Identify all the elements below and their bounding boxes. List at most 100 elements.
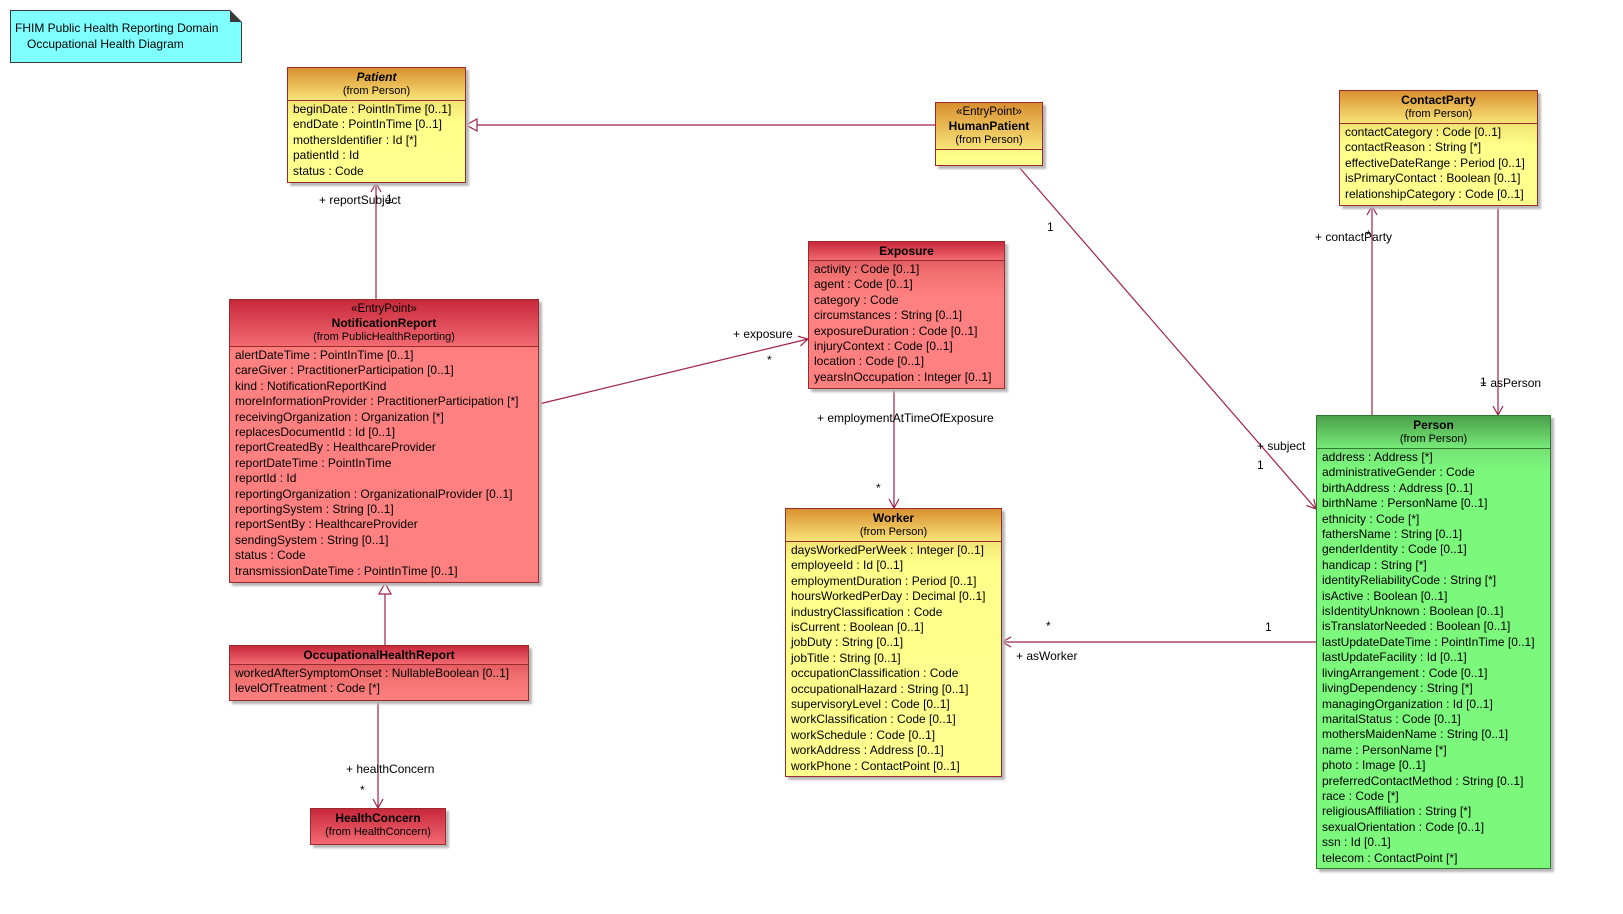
class-health-concern-header: HealthConcern (from HealthConcern) xyxy=(311,809,445,844)
attribute: kind : NotificationReportKind xyxy=(235,378,387,393)
note-title-line1: FHIM Public Health Reporting Domain xyxy=(15,21,219,35)
attribute: fathersName : String [0..1] xyxy=(1322,527,1463,542)
attribute: identityReliabilityCode : String [*] xyxy=(1322,573,1497,588)
class-contact-party[interactable]: ContactParty (from Person) contactCatego… xyxy=(1339,90,1538,206)
class-patient[interactable]: Patient (from Person) beginDate : PointI… xyxy=(287,67,466,183)
role-label-employment: + employmentAtTimeOfExposure xyxy=(817,411,994,425)
class-notification-report-attributes: alertDateTime : PointInTime [0..1] careG… xyxy=(230,347,538,579)
class-exposure[interactable]: Exposure activity : Code [0..1] agent : … xyxy=(808,241,1005,389)
attribute: alertDateTime : PointInTime [0..1] xyxy=(235,348,414,362)
attribute: race : Code [*] xyxy=(1322,788,1399,803)
attribute: workSchedule : Code [0..1] xyxy=(791,727,936,742)
class-worker-package: (from Person) xyxy=(859,526,928,538)
class-human-patient[interactable]: «EntryPoint» HumanPatient (from Person) xyxy=(935,102,1043,166)
attribute: supervisoryLevel : Code [0..1] xyxy=(791,697,950,712)
class-contact-party-package: (from Person) xyxy=(1404,108,1473,120)
attribute: mothersMaidenName : String [0..1] xyxy=(1322,727,1509,742)
class-contact-party-attributes: contactCategory : Code [0..1] contactRea… xyxy=(1340,124,1537,202)
class-notification-report[interactable]: «EntryPoint» NotificationReport (from Pu… xyxy=(229,299,539,583)
class-worker-attributes: daysWorkedPerWeek : Integer [0..1] emplo… xyxy=(786,542,1001,774)
multiplicity-as-worker: * xyxy=(1046,619,1051,633)
attribute: effectiveDateRange : Period [0..1] xyxy=(1345,155,1525,170)
class-human-patient-stereotype: «EntryPoint» xyxy=(956,106,1022,118)
class-health-concern-name: HealthConcern xyxy=(335,811,421,825)
attribute: preferredContactMethod : String [0..1] xyxy=(1322,773,1524,788)
multiplicity-employment: * xyxy=(876,481,881,495)
role-label-health-concern: + healthConcern xyxy=(346,762,435,776)
multiplicity-subject-source: 1 xyxy=(1047,220,1054,234)
attribute: employmentDuration : Period [0..1] xyxy=(791,573,977,588)
attribute: address : Address [*] xyxy=(1322,450,1433,464)
attribute: reportingSystem : String [0..1] xyxy=(235,502,394,517)
class-exposure-header: Exposure xyxy=(809,242,1004,261)
attribute: managingOrganization : Id [0..1] xyxy=(1322,696,1493,711)
class-human-patient-name: HumanPatient xyxy=(948,119,1030,133)
attribute: category : Code xyxy=(814,292,899,307)
class-occupational-health-report[interactable]: OccupationalHealthReport workedAfterSymp… xyxy=(229,645,529,701)
class-person[interactable]: Person (from Person) address : Address [… xyxy=(1316,415,1551,869)
attribute: reportDateTime : PointInTime xyxy=(235,455,392,470)
class-worker[interactable]: Worker (from Person) daysWorkedPerWeek :… xyxy=(785,508,1002,777)
class-patient-package: (from Person) xyxy=(342,85,411,97)
assoc-subject xyxy=(1017,165,1317,510)
attribute: jobTitle : String [0..1] xyxy=(791,650,901,665)
note-fold-corner xyxy=(230,10,242,22)
attribute: workAddress : Address [0..1] xyxy=(791,743,944,758)
attribute: reportCreatedBy : HealthcareProvider xyxy=(235,440,436,455)
class-occupational-health-report-attributes: workedAfterSymptomOnset : NullableBoolea… xyxy=(230,665,528,697)
attribute: workClassification : Code [0..1] xyxy=(791,712,956,727)
attribute: relationshipCategory : Code [0..1] xyxy=(1345,186,1524,201)
attribute: mothersIdentifier : Id [*] xyxy=(293,132,418,147)
multiplicity-report-subject: 1 xyxy=(386,192,393,206)
attribute: hoursWorkedPerDay : Decimal [0..1] xyxy=(791,589,986,604)
attribute: employeeId : Id [0..1] xyxy=(791,558,904,573)
class-health-concern[interactable]: HealthConcern (from HealthConcern) xyxy=(310,808,446,845)
multiplicity-worker-source: 1 xyxy=(1265,620,1272,634)
attribute: handicap : String [*] xyxy=(1322,557,1427,572)
class-patient-attributes: beginDate : PointInTime [0..1] endDate :… xyxy=(288,101,465,179)
class-person-name: Person xyxy=(1413,418,1454,432)
attribute: activity : Code [0..1] xyxy=(814,262,920,276)
class-contact-party-name: ContactParty xyxy=(1401,93,1476,107)
attribute: isTranslatorNeeded : Boolean [0..1] xyxy=(1322,619,1511,634)
multiplicity-as-person: 1 xyxy=(1480,375,1487,389)
class-occupational-health-report-name: OccupationalHealthReport xyxy=(303,648,455,662)
note-title-line2: Occupational Health Diagram xyxy=(27,37,184,51)
attribute: beginDate : PointInTime [0..1] xyxy=(293,102,452,116)
attribute: ethnicity : Code [*] xyxy=(1322,511,1420,526)
multiplicity-exposure: * xyxy=(767,353,772,367)
attribute: status : Code xyxy=(293,163,364,178)
attribute: photo : Image [0..1] xyxy=(1322,758,1426,773)
attribute: sendingSystem : String [0..1] xyxy=(235,532,389,547)
multiplicity-subject: 1 xyxy=(1257,458,1264,472)
role-label-exposure: + exposure xyxy=(733,327,793,341)
attribute: industryClassification : Code xyxy=(791,604,943,619)
attribute: lastUpdateFacility : Id [0..1] xyxy=(1322,650,1467,665)
attribute: isPrimaryContact : Boolean [0..1] xyxy=(1345,171,1521,186)
role-label-report-subject: + reportSubject xyxy=(319,193,401,207)
attribute: ssn : Id [0..1] xyxy=(1322,835,1391,850)
role-label-subject: + subject xyxy=(1257,439,1306,453)
class-exposure-attributes: activity : Code [0..1] agent : Code [0..… xyxy=(809,261,1004,385)
class-occupational-health-report-header: OccupationalHealthReport xyxy=(230,646,528,665)
attribute: birthName : PersonName [0..1] xyxy=(1322,496,1488,511)
multiplicity-health-concern: * xyxy=(360,783,365,797)
class-notification-report-header: «EntryPoint» NotificationReport (from Pu… xyxy=(230,300,538,347)
attribute: reportId : Id xyxy=(235,471,297,486)
attribute: maritalStatus : Code [0..1] xyxy=(1322,711,1461,726)
class-patient-header: Patient (from Person) xyxy=(288,68,465,101)
attribute: reportingOrganization : OrganizationalPr… xyxy=(235,486,513,501)
multiplicity-contact-party: * xyxy=(1366,228,1371,242)
class-person-package: (from Person) xyxy=(1399,433,1468,445)
attribute: yearsInOccupation : Integer [0..1] xyxy=(814,369,992,384)
attribute: transmissionDateTime : PointInTime [0..1… xyxy=(235,563,458,578)
attribute: isActive : Boolean [0..1] xyxy=(1322,588,1448,603)
attribute: receivingOrganization : Organization [*] xyxy=(235,409,444,424)
attribute: careGiver : PractitionerParticipation [0… xyxy=(235,363,454,378)
attribute: daysWorkedPerWeek : Integer [0..1] xyxy=(791,543,984,557)
class-patient-name: Patient xyxy=(356,70,397,84)
class-human-patient-header: «EntryPoint» HumanPatient (from Person) xyxy=(936,103,1042,150)
attribute: telecom : ContactPoint [*] xyxy=(1322,850,1458,865)
attribute: religiousAffiliation : String [*] xyxy=(1322,804,1472,819)
